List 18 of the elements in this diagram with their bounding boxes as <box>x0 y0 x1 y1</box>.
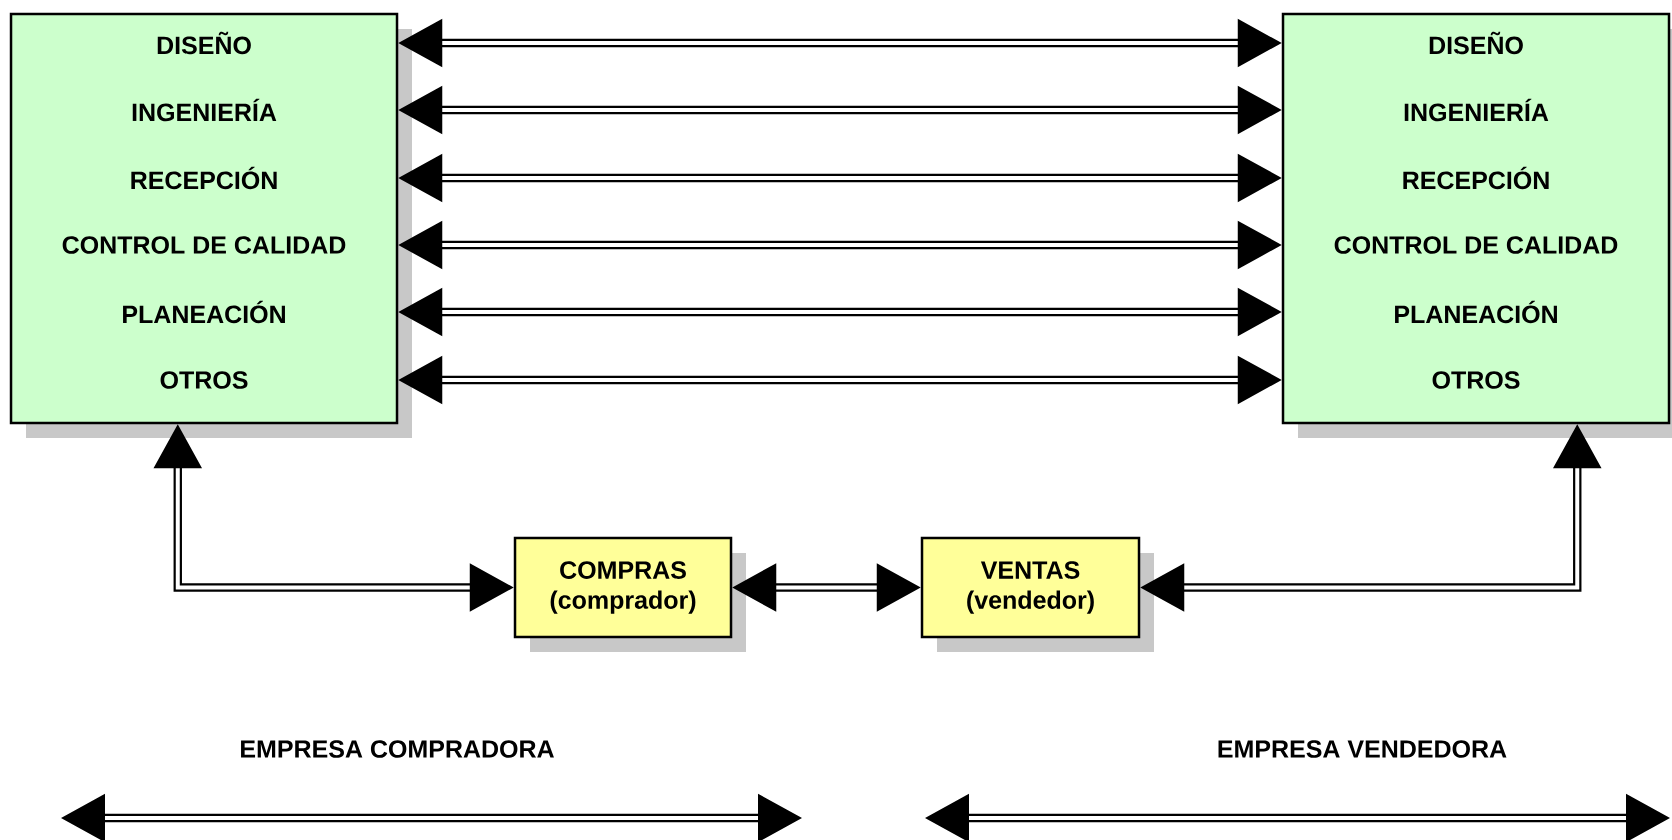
department-label: CONTROL DE CALIDAD <box>62 236 346 254</box>
department-label: OTROS <box>1432 371 1520 389</box>
department-label: RECEPCIÓN <box>131 166 277 190</box>
department-label: INGENIERÍA <box>1404 98 1549 122</box>
department-label: INGENIERÍA <box>132 98 277 122</box>
department-label: PLANEACIÓN <box>1395 300 1557 324</box>
department-label: DISEÑO <box>1429 31 1523 55</box>
department-label: RECEPCIÓN <box>1403 166 1549 190</box>
role-box: VENTAS (vendedor) <box>920 536 1154 652</box>
company-label: EMPRESA COMPRADORA <box>241 740 554 758</box>
department-label: OTROS <box>160 371 248 389</box>
department-box <box>1281 12 1672 438</box>
department-label: CONTROL DE CALIDAD <box>1334 236 1618 254</box>
department-label: DISEÑO <box>157 31 251 55</box>
department-box <box>9 12 412 438</box>
role-box: COMPRAS (comprador) <box>513 536 746 652</box>
department-label: PLANEACIÓN <box>123 300 285 324</box>
company-label: EMPRESA VENDEDORA <box>1218 740 1507 758</box>
